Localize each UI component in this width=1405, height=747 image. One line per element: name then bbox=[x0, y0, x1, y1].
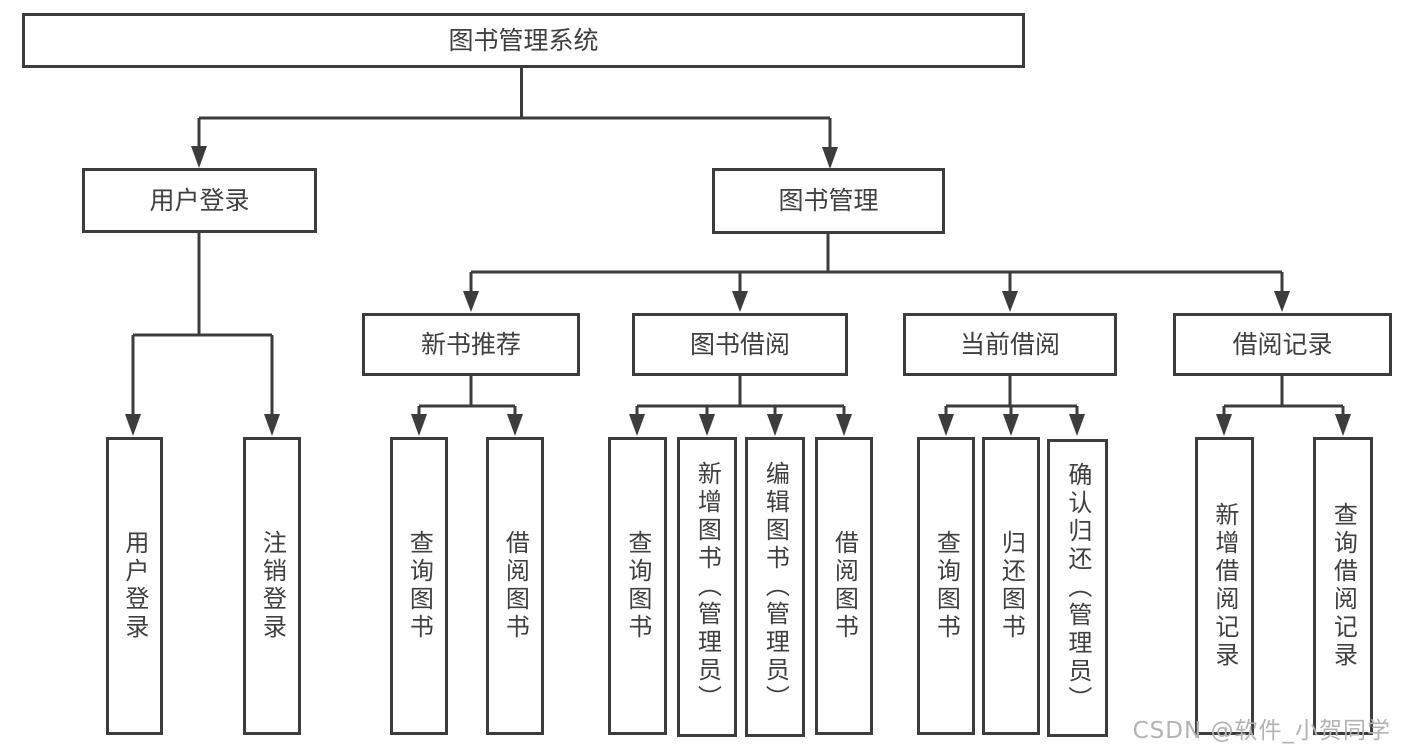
leaf-borrowing-add-books-admin: 新增图书（管理员） bbox=[677, 437, 737, 737]
node-root-library-system: 图书管理系统 bbox=[22, 13, 1025, 68]
watermark: CSDN @软件_小贺同学 bbox=[1132, 718, 1391, 744]
leaf-borrowing-edit-books-admin: 编辑图书（管理员） bbox=[745, 437, 805, 737]
node-borrowing-records: 借阅记录 bbox=[1173, 313, 1392, 376]
leaf-records-query-record: 查询借阅记录 bbox=[1313, 437, 1373, 735]
leaf-borrowing-borrow-books: 借阅图书 bbox=[815, 437, 873, 735]
node-new-book-recommendation: 新书推荐 bbox=[362, 313, 580, 376]
leaf-current-confirm-return-admin: 确认归还（管理员） bbox=[1047, 439, 1108, 737]
leaf-logout: 注销登录 bbox=[243, 437, 301, 735]
node-user-login: 用户登录 bbox=[82, 168, 317, 233]
leaf-records-add-record: 新增借阅记录 bbox=[1195, 437, 1254, 735]
leaf-newbook-query-books: 查询图书 bbox=[390, 437, 448, 735]
leaf-current-query-books: 查询图书 bbox=[917, 437, 975, 735]
node-book-borrowing: 图书借阅 bbox=[632, 313, 848, 376]
node-current-borrowing: 当前借阅 bbox=[903, 313, 1117, 376]
node-book-management: 图书管理 bbox=[712, 168, 945, 234]
leaf-current-return-books: 归还图书 bbox=[982, 437, 1040, 735]
leaf-borrowing-query-books: 查询图书 bbox=[608, 437, 667, 735]
leaf-user-login: 用户登录 bbox=[106, 437, 163, 735]
leaf-newbook-borrow-books: 借阅图书 bbox=[486, 437, 544, 735]
